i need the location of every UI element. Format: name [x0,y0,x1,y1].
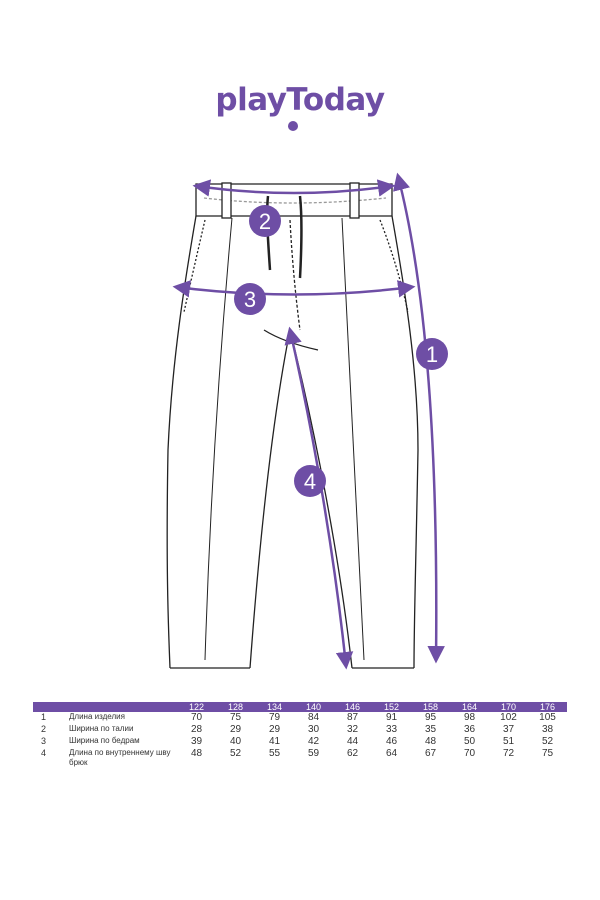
size-header: 176 [539,702,556,712]
table-row: 3 Ширина по бедрам 39 40 41 42 44 46 48 … [33,736,567,748]
row-number: 3 [41,736,47,746]
table-cell: 51 [502,736,515,747]
table-cell: 42 [307,736,320,747]
hip-width-line [172,280,416,298]
table-cell: 37 [502,724,515,735]
table-cell: 55 [268,748,281,759]
size-header: 128 [227,702,244,712]
table-cell: 40 [229,736,242,747]
pants-outline [166,182,419,669]
svg-text:3: 3 [244,287,256,312]
row-name: Ширина по талии [69,724,134,733]
measurement-lines [172,172,445,670]
table-cell: 29 [268,724,281,735]
size-header: 164 [461,702,478,712]
table-cell: 33 [385,724,398,735]
table-cell: 64 [385,748,398,759]
row-number: 2 [41,724,47,734]
table-row: 1 Длина изделия 70 75 79 84 87 91 95 98 … [33,712,567,724]
waist-width-line [192,179,396,197]
table-cell: 39 [190,736,203,747]
size-header: 170 [500,702,517,712]
table-cell: 75 [229,712,242,723]
table-cell: 52 [541,736,554,747]
logo-dot [288,121,298,131]
table-cell: 62 [346,748,359,759]
size-header: 134 [266,702,283,712]
size-chart-table: 122 128 134 140 146 152 158 164 170 176 … [33,702,567,768]
table-cell: 75 [541,748,554,759]
pants-measurement-diagram: 1 2 3 4 [166,172,448,670]
table-cell: 32 [346,724,359,735]
marker-1: 1 [416,338,448,370]
table-cell: 44 [346,736,359,747]
inseam-length-line [284,326,354,670]
table-cell: 29 [229,724,242,735]
brand-logo: playToday [215,82,385,118]
row-name: Длина изделия [69,712,125,721]
table-cell: 98 [463,712,476,723]
table-cell: 46 [385,736,398,747]
table-cell: 59 [307,748,320,759]
table-cell: 70 [463,748,476,759]
size-header: 146 [344,702,361,712]
table-cell: 52 [229,748,242,759]
table-cell: 70 [190,712,203,723]
table-cell: 28 [190,724,203,735]
table-cell: 48 [424,736,437,747]
table-cell: 72 [502,748,515,759]
marker-2: 2 [249,205,281,237]
table-cell: 95 [424,712,437,723]
table-cell: 91 [385,712,398,723]
size-header-row: 122 128 134 140 146 152 158 164 170 176 [33,702,567,712]
size-header: 140 [305,702,322,712]
size-header: 158 [422,702,439,712]
table-cell: 84 [307,712,320,723]
row-name: Ширина по бедрам [69,736,140,745]
marker-3: 3 [234,283,266,315]
svg-text:2: 2 [259,209,271,234]
table-cell: 67 [424,748,437,759]
table-cell: 79 [268,712,281,723]
table-cell: 38 [541,724,554,735]
marker-4: 4 [294,465,326,497]
svg-text:1: 1 [426,342,438,367]
table-cell: 35 [424,724,437,735]
table-cell: 102 [500,712,517,723]
table-cell: 50 [463,736,476,747]
table-cell: 105 [539,712,556,723]
table-cell: 48 [190,748,203,759]
row-number: 1 [41,712,47,722]
table-cell: 36 [463,724,476,735]
size-header: 152 [383,702,400,712]
table-cell: 30 [307,724,320,735]
row-number: 4 [41,748,47,758]
table-cell: 87 [346,712,359,723]
table-row: 4 Длина по внутреннему шву брюк 48 52 55… [33,748,567,768]
table-row: 2 Ширина по талии 28 29 29 30 32 33 35 3… [33,724,567,736]
total-length-line [393,172,445,664]
table-cell: 41 [268,736,281,747]
size-header: 122 [188,702,205,712]
row-name: Длина по внутреннему шву брюк [69,748,171,767]
svg-text:4: 4 [304,469,316,494]
